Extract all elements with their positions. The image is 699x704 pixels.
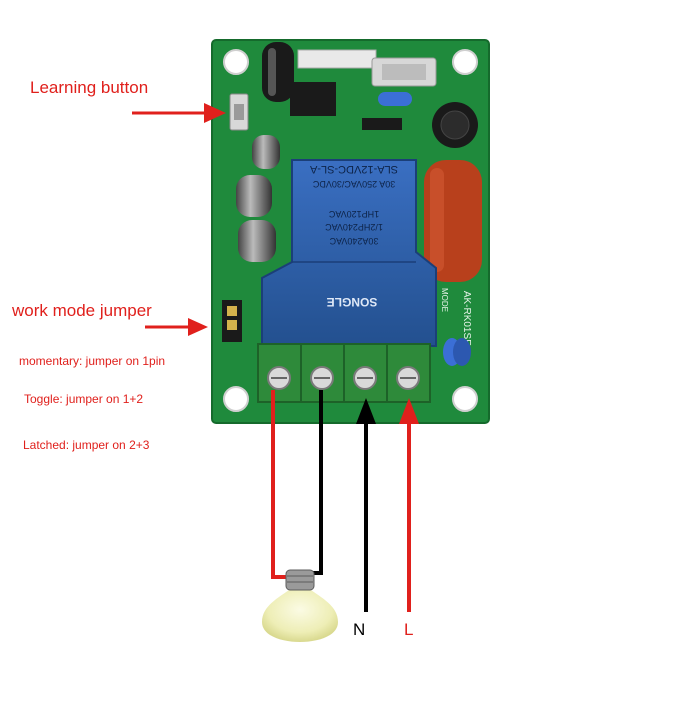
board-side-print: AK-RK01SE- [461,291,472,349]
latched-mode-label: Latched: jumper on 2+3 [23,438,150,452]
work-mode-jumper-label: work mode jumper [12,301,152,320]
relay-rating-1: 30A 250VAC/30VDC [312,179,395,189]
terminal-block-icon [257,343,431,403]
relay-rating-3: 1/2HP240VAC [325,222,383,232]
relay-brand: SONGLE [327,295,378,309]
antenna-coil-icon [262,42,294,102]
terminal-screw-icon [267,366,420,390]
learning-button-arrow-icon [132,103,226,123]
board-mode-print: MODE [440,288,449,312]
momentary-mode-label: momentary: jumper on 1pin [19,354,166,368]
neutral-arrow-icon [356,398,376,612]
small-capacitor-icon [362,92,412,130]
learning-button-icon [229,93,249,131]
relay-icon: 30A240VAC 1/2HP240VAC 1HP120VAC 30A 250V… [261,159,437,347]
light-bulb-icon [262,569,338,642]
ceramic-capacitor-icon [443,338,471,366]
relay-rating-4: 30A240VAC [329,236,378,246]
jumper-icon [222,300,242,342]
jumper-arrow-icon [145,318,208,336]
relay-rating-2: 1HP120VAC [328,209,379,219]
chip-icon [290,49,437,116]
live-arrow-icon [399,398,419,612]
inductor-icon [432,102,478,148]
learning-button-label: Learning button [30,78,149,97]
film-capacitor-icon [424,160,482,282]
toggle-mode-label: Toggle: jumper on 1+2 [24,392,144,406]
live-terminal-label: L [404,620,414,639]
electrolytic-capacitor-icon [236,135,280,262]
relay-model: SLA-12VDC-SL-A [309,163,398,175]
neutral-terminal-label: N [353,620,366,639]
